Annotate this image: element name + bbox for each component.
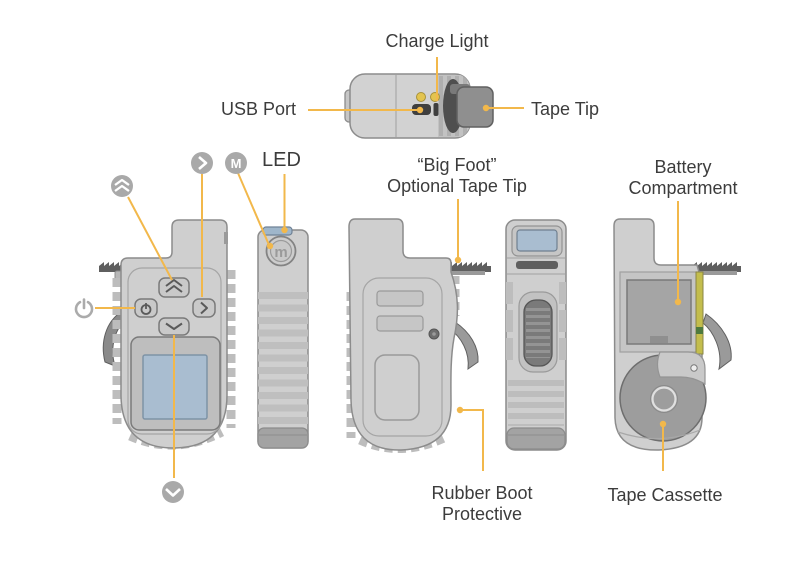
open-bottom-line <box>617 429 701 440</box>
dot-m-button <box>266 242 274 250</box>
rear-view-device <box>505 219 567 451</box>
dot-battery <box>674 298 682 306</box>
tape-strip-mark <box>696 327 703 334</box>
side-bottom-cap <box>257 427 309 449</box>
back-inner-outline <box>362 277 443 437</box>
front-view-device <box>99 219 236 450</box>
dot-tape-tip <box>482 104 490 112</box>
back-side-view-device <box>346 218 491 453</box>
dot-tape-cassette <box>659 420 667 428</box>
power-icon <box>74 298 94 319</box>
side-view-device: m <box>257 226 309 449</box>
right-button-glyph <box>200 301 208 315</box>
open-big-foot-tip <box>692 262 741 272</box>
big-foot-underside <box>437 271 485 275</box>
big-foot-label-line1: “Big Foot” <box>417 155 497 175</box>
cassette-hub-outer <box>650 385 678 413</box>
callout-up-button <box>127 196 173 281</box>
led-label: LED <box>262 149 301 171</box>
battery <box>626 279 692 345</box>
back-panel-rect-2 <box>376 315 424 332</box>
rubber-boot-label-line2: Protective <box>441 504 523 524</box>
open-trigger <box>702 313 732 371</box>
tape-cassette-label: Tape Cassette <box>607 485 723 505</box>
mode-icon-letter: M <box>231 156 242 171</box>
battery-notch <box>650 336 668 344</box>
up-chevrons-icon <box>111 175 133 197</box>
battery-label-line1: Battery <box>654 157 712 177</box>
mode-icon: M <box>225 152 247 174</box>
back-door-outline <box>374 354 420 421</box>
rear-bottom-cap <box>506 427 566 450</box>
battery-label-line2: Compartment <box>628 178 738 198</box>
right-arrow-icon <box>191 152 213 174</box>
top-view-device <box>344 73 494 139</box>
charge-light-led-2 <box>430 92 440 102</box>
charge-light-led-1 <box>416 92 426 102</box>
dot-rubber-boot <box>456 406 464 414</box>
open-view-device <box>613 218 741 451</box>
down-button <box>158 317 190 336</box>
tape-tip-label: Tape Tip <box>531 99 600 119</box>
up-button-glyph <box>165 279 183 293</box>
open-big-foot-underside <box>692 271 737 275</box>
down-button-glyph <box>165 322 183 330</box>
dot-led <box>281 226 288 234</box>
cassette-cover-hole <box>690 364 698 372</box>
m-button-inner <box>269 239 293 263</box>
cassette-hub <box>651 386 677 412</box>
rear-slot <box>516 261 558 269</box>
right-button <box>192 298 216 318</box>
big-foot-label-line2: Optional Tape Tip <box>387 176 527 196</box>
usb-port-label: USB Port <box>220 99 296 119</box>
callout-lines <box>95 57 679 478</box>
big-foot-label: “Big Foot” Optional Tape Tip <box>387 155 527 197</box>
dot-usb-port <box>416 106 424 114</box>
back-screw-center <box>432 332 436 336</box>
callout-m-button <box>237 172 270 246</box>
down-chevron-icon <box>162 481 184 503</box>
charge-light-label: Charge Light <box>385 31 489 51</box>
cassette-cover <box>656 351 706 386</box>
rubber-boot-label-line1: Rubber Boot <box>431 483 533 503</box>
callout-dots <box>266 104 682 428</box>
back-panel-rect-1 <box>376 290 424 307</box>
legend-icons: M <box>74 152 247 503</box>
led-window <box>262 226 293 236</box>
tape-strip <box>695 271 704 355</box>
back-rubber-boot-body <box>348 218 459 451</box>
rear-display <box>516 229 558 252</box>
battery-compartment-label: Battery Compartment <box>628 157 737 199</box>
back-trigger <box>449 321 479 371</box>
front-edge-notch <box>224 232 228 244</box>
callout-rubber-boot <box>460 409 484 471</box>
rubber-boot-label: Rubber Boot Protective <box>431 483 532 525</box>
charge-light-window <box>433 103 439 116</box>
dot-big-foot <box>454 256 462 264</box>
m-button-logo: m <box>274 244 287 261</box>
